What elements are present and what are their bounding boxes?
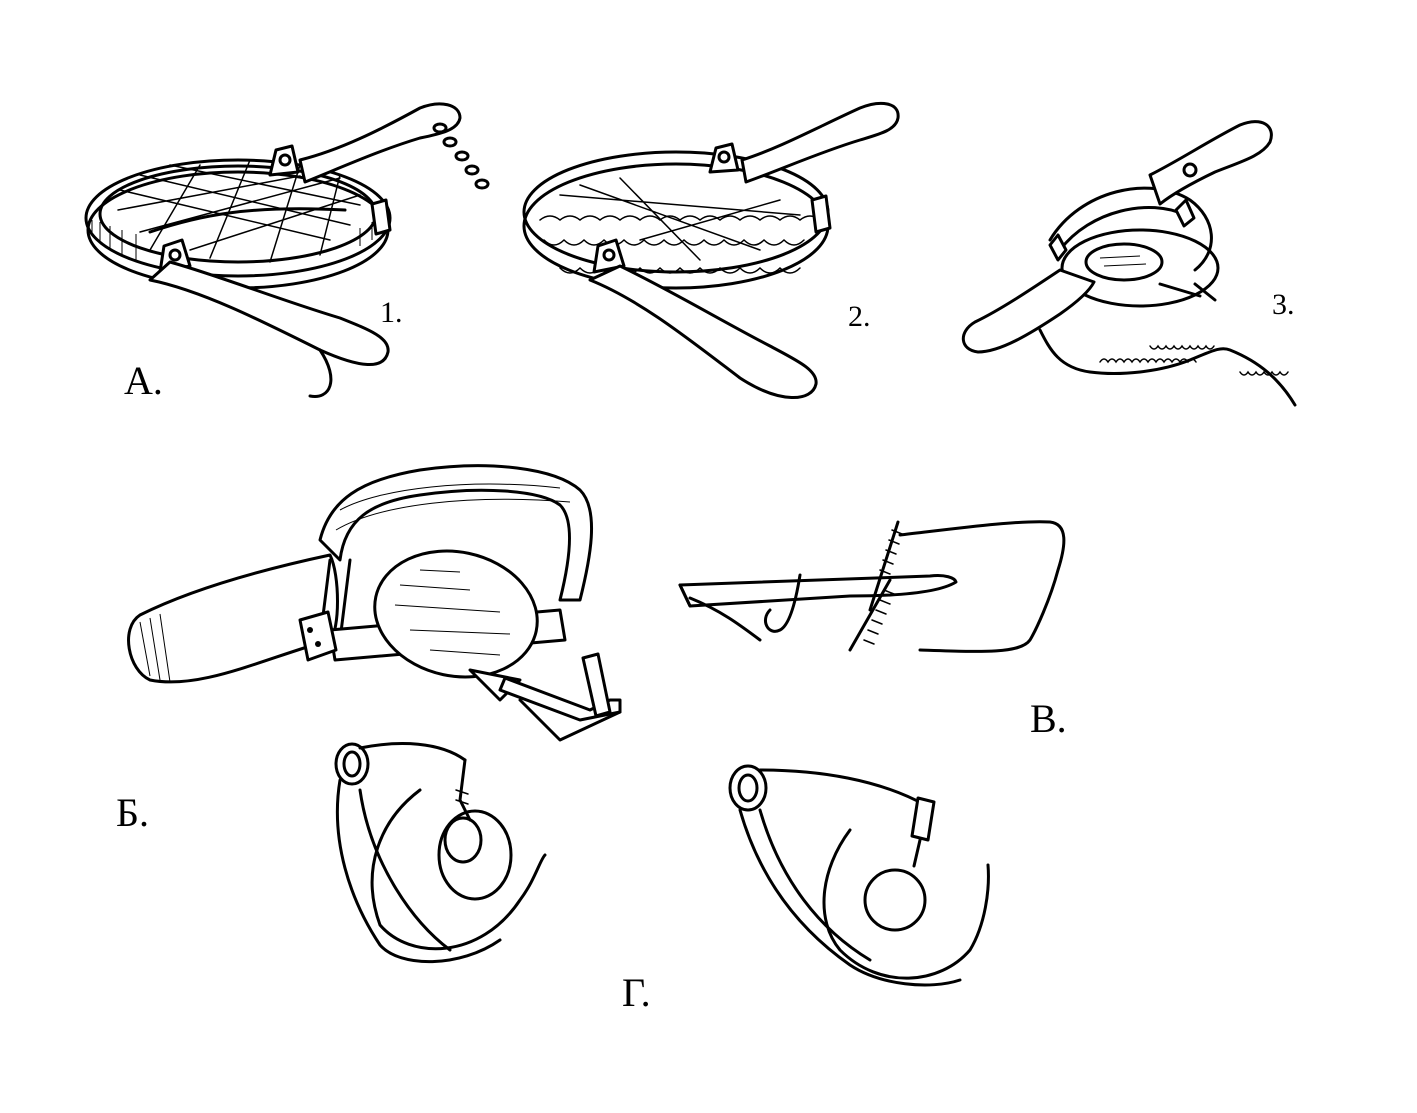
- a1-ring-hatching: [91, 216, 383, 260]
- trap-v-drawing: [678, 520, 1066, 653]
- trap-a1-drawing: [84, 102, 490, 398]
- label-item-1: 1.: [380, 296, 403, 329]
- trap-a2-drawing: [522, 101, 900, 399]
- trap-g-right-drawing: [728, 764, 990, 987]
- trap-g-left-drawing: [334, 742, 547, 964]
- label-group-a: А.: [124, 358, 163, 403]
- a3-chain: [1038, 328, 1297, 407]
- trap-a3-drawing: [961, 120, 1297, 407]
- v-springs: [848, 520, 903, 652]
- label-item-3: 3.: [1272, 288, 1295, 321]
- label-group-v: В.: [1030, 696, 1067, 741]
- label-group-g: Г.: [622, 970, 651, 1015]
- a1-chain: [432, 122, 490, 190]
- label-group-b: Б.: [116, 790, 149, 835]
- label-item-2: 2.: [848, 300, 871, 333]
- trap-b-drawing: [127, 464, 622, 742]
